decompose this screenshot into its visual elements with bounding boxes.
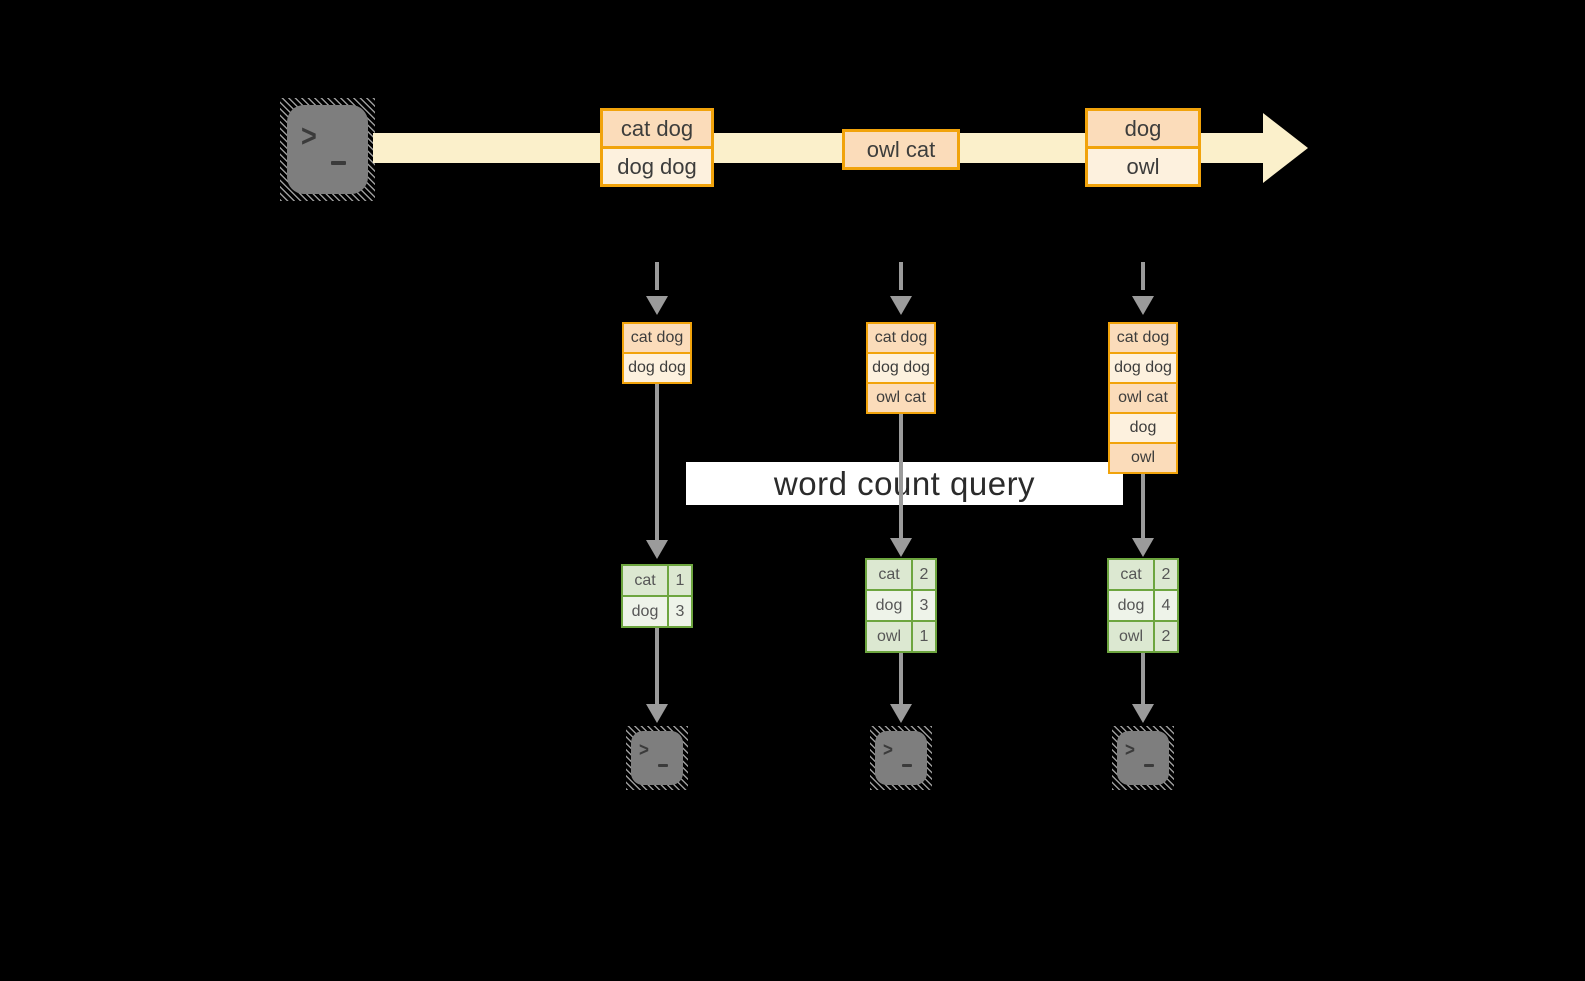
prompt-chevron-icon: > [301, 118, 317, 154]
count-value: 3 [669, 597, 691, 626]
count-row: cat 1 [623, 566, 691, 595]
dashed-arrow-line [655, 262, 659, 290]
count-word: dog [623, 597, 667, 626]
output-arrow-line [655, 628, 659, 704]
count-word: dog [867, 591, 911, 620]
dashed-arrowhead-icon [646, 296, 668, 315]
terminal-icon: > [1112, 726, 1174, 790]
count-table-1: cat 1 dog 3 [621, 564, 693, 628]
count-row: owl 1 [867, 622, 935, 651]
input-line: owl cat [868, 384, 934, 412]
input-line: dog dog [624, 354, 690, 382]
prompt-chevron-icon: > [1125, 738, 1135, 761]
terminal-icon-body: > [287, 105, 368, 194]
input-line: dog [1110, 414, 1176, 442]
input-line: owl [1110, 444, 1176, 472]
query-arrowhead-icon [646, 540, 668, 559]
count-value: 4 [1155, 591, 1177, 620]
terminal-icon-body: > [631, 731, 683, 785]
output-arrowhead-icon [646, 704, 668, 723]
dashed-arrow-line [899, 262, 903, 290]
count-value: 2 [1155, 560, 1177, 589]
stream-record: owl [1088, 149, 1198, 184]
stream-batch-3: dog owl [1085, 108, 1201, 187]
count-value: 1 [669, 566, 691, 595]
terminal-icon-body: > [1117, 731, 1169, 785]
stream-record: dog dog [603, 149, 711, 184]
input-line: dog dog [868, 354, 934, 382]
input-state-1: cat dog dog dog [622, 322, 692, 384]
stream-batch-2: owl cat [842, 129, 960, 170]
count-row: dog 4 [1109, 591, 1177, 620]
input-line: cat dog [624, 324, 690, 352]
input-line: dog dog [1110, 354, 1176, 382]
stream-arrowhead-icon [1263, 113, 1308, 183]
terminal-icon-body: > [875, 731, 927, 785]
count-row: cat 2 [867, 560, 935, 589]
dashed-arrowhead-icon [1132, 296, 1154, 315]
output-arrowhead-icon [1132, 704, 1154, 723]
count-table-3: cat 2 dog 4 owl 2 [1107, 558, 1179, 653]
query-arrow-line [899, 414, 903, 538]
query-arrow-line [655, 384, 659, 540]
prompt-underscore-icon [658, 764, 668, 767]
stream-batch-1: cat dog dog dog [600, 108, 714, 187]
stream-record: owl cat [845, 132, 957, 167]
output-arrow-line [899, 653, 903, 704]
query-arrowhead-icon [890, 538, 912, 557]
terminal-icon: > [870, 726, 932, 790]
stream-record: cat dog [603, 111, 711, 146]
count-word: dog [1109, 591, 1153, 620]
count-word: owl [867, 622, 911, 651]
prompt-chevron-icon: > [639, 738, 649, 761]
input-line: cat dog [868, 324, 934, 352]
dashed-arrow-line [1141, 262, 1145, 290]
dashed-arrowhead-icon [890, 296, 912, 315]
input-state-2: cat dog dog dog owl cat [866, 322, 936, 414]
query-label: word count query [686, 462, 1123, 505]
terminal-icon: > [280, 98, 375, 201]
count-row: cat 2 [1109, 560, 1177, 589]
input-line: cat dog [1110, 324, 1176, 352]
terminal-icon: > [626, 726, 688, 790]
prompt-chevron-icon: > [883, 738, 893, 761]
count-row: dog 3 [867, 591, 935, 620]
input-line: owl cat [1110, 384, 1176, 412]
count-table-2: cat 2 dog 3 owl 1 [865, 558, 937, 653]
count-word: cat [623, 566, 667, 595]
count-word: cat [1109, 560, 1153, 589]
count-word: owl [1109, 622, 1153, 651]
prompt-underscore-icon [331, 161, 346, 165]
query-arrow-line [1141, 474, 1145, 538]
output-arrowhead-icon [890, 704, 912, 723]
input-state-3: cat dog dog dog owl cat dog owl [1108, 322, 1178, 474]
count-row: owl 2 [1109, 622, 1177, 651]
count-row: dog 3 [623, 597, 691, 626]
prompt-underscore-icon [1144, 764, 1154, 767]
prompt-underscore-icon [902, 764, 912, 767]
count-value: 1 [913, 622, 935, 651]
query-arrowhead-icon [1132, 538, 1154, 557]
count-value: 2 [1155, 622, 1177, 651]
output-arrow-line [1141, 653, 1145, 704]
count-word: cat [867, 560, 911, 589]
count-value: 3 [913, 591, 935, 620]
count-value: 2 [913, 560, 935, 589]
stream-record: dog [1088, 111, 1198, 146]
